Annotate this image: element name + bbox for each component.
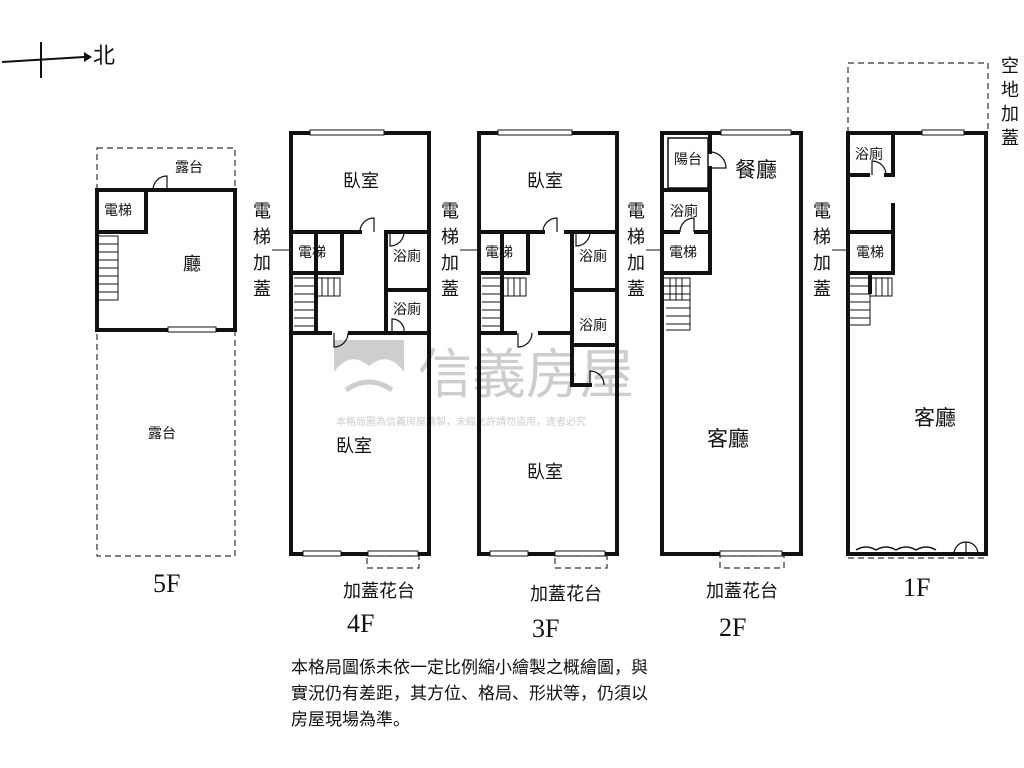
svg-text:地: 地 — [1001, 80, 1019, 101]
svg-text:蓋: 蓋 — [1001, 128, 1019, 149]
watermark-brand: 信義房屋 — [418, 343, 634, 406]
open-space-note-1f: 空 地 加 蓋 — [1001, 56, 1019, 149]
svg-text:加: 加 — [441, 253, 459, 274]
watermark-copyright: 本格局圖為信義房屋繪製，未經允許請勿盜用，違者必究 — [336, 415, 586, 428]
floor-label-2f: 2F — [719, 613, 746, 642]
side-note-4f: 電 梯 加 蓋 — [253, 201, 271, 300]
watermark-logo-icon — [334, 340, 404, 400]
disclaimer-line: 實況仍有差距，其方位、格局、形狀等，仍須以 — [291, 684, 648, 704]
bath-2-3f: 浴廁 — [579, 317, 607, 334]
floor-label-1f: 1F — [903, 573, 930, 602]
planter-4f: 加蓋花台 — [343, 581, 415, 602]
floor-label-3f: 3F — [532, 614, 559, 643]
floor-5f: 電梯 露台 廳 露台 5F — [95, 147, 237, 598]
floor-2f: 陽台 餐廳 浴廁 電梯 客廳 電 梯 加 蓋 加蓋花台 2F — [627, 129, 803, 642]
svg-text:蓋: 蓋 — [253, 279, 271, 300]
bath-1-4f: 浴廁 — [393, 248, 421, 265]
bath-2-4f: 浴廁 — [393, 301, 421, 318]
disclaimer-line: 本格局圖係未依一定比例縮小繪製之概繪圖，與 — [291, 658, 648, 678]
elevator-5f: 電梯 — [104, 203, 132, 219]
balcony-2f: 陽台 — [674, 152, 702, 168]
side-note-1f: 電 梯 加 蓋 — [813, 201, 831, 300]
north-label: 北 — [93, 44, 115, 69]
planter-2f: 加蓋花台 — [706, 581, 778, 602]
terrace-main-5f: 露台 — [148, 426, 176, 442]
svg-text:加: 加 — [253, 253, 271, 274]
elevator-4f: 電梯 — [298, 245, 326, 261]
svg-text:梯: 梯 — [253, 227, 271, 248]
bath-2f: 浴廁 — [670, 203, 698, 220]
disclaimer-line: 房屋現場為準。 — [291, 710, 410, 730]
svg-text:蓋: 蓋 — [441, 279, 459, 300]
svg-text:空: 空 — [1001, 56, 1019, 77]
bedroom-main-3f: 臥室 — [527, 462, 563, 483]
side-note-3f: 電 梯 加 蓋 — [441, 201, 459, 300]
svg-text:電: 電 — [441, 201, 459, 222]
door-5f-terrace — [152, 175, 168, 191]
bath-1f: 浴廁 — [855, 146, 883, 163]
svg-text:梯: 梯 — [441, 227, 459, 248]
disclaimer-note: 本格局圖係未依一定比例縮小繪製之概繪圖，與 實況仍有差距，其方位、格局、形狀等，… — [291, 655, 741, 733]
planter-3f: 加蓋花台 — [530, 584, 602, 605]
svg-text:梯: 梯 — [627, 227, 645, 248]
floor-4f: 臥室 電梯 浴廁 浴廁 臥室 電 梯 加 蓋 加蓋花台 4F — [253, 129, 431, 638]
floor-label-4f: 4F — [347, 609, 374, 638]
watermark: 信義房屋 本格局圖為信義房屋繪製，未經允許請勿盜用，違者必究 — [334, 340, 634, 428]
hall-5f: 廳 — [183, 254, 201, 275]
terrace-outline-5f — [96, 147, 236, 557]
elevator-3f: 電梯 — [485, 245, 513, 261]
svg-text:梯: 梯 — [813, 227, 831, 248]
svg-text:加: 加 — [1001, 104, 1019, 125]
living-2f: 客廳 — [707, 427, 749, 451]
svg-text:電: 電 — [813, 201, 831, 222]
dining-2f: 餐廳 — [735, 158, 777, 182]
floor-label-5f: 5F — [153, 569, 180, 598]
floor-1f: 浴廁 電梯 客廳 電 梯 加 蓋 空 地 加 蓋 1F — [813, 56, 1019, 602]
terrace-top-5f: 露台 — [175, 160, 203, 176]
elevator-2f: 電梯 — [669, 245, 697, 261]
floor-3f: 臥室 電梯 浴廁 浴廁 臥室 電 梯 加 蓋 加蓋花台 3F — [441, 129, 619, 643]
north-compass: 北 — [1, 42, 115, 78]
living-1f: 客廳 — [914, 406, 956, 430]
svg-text:加: 加 — [627, 253, 645, 274]
svg-text:電: 電 — [253, 201, 271, 222]
bedroom-top-4f: 臥室 — [343, 171, 379, 192]
bedroom-top-3f: 臥室 — [527, 171, 563, 192]
svg-text:電: 電 — [627, 201, 645, 222]
side-note-2f: 電 梯 加 蓋 — [627, 201, 645, 300]
open-space-outline-1f — [847, 62, 989, 134]
svg-text:蓋: 蓋 — [627, 279, 645, 300]
bedroom-main-4f: 臥室 — [336, 436, 372, 457]
elevator-1f: 電梯 — [856, 245, 884, 261]
svg-text:加: 加 — [813, 253, 831, 274]
svg-text:蓋: 蓋 — [813, 279, 831, 300]
bath-1-3f: 浴廁 — [579, 248, 607, 265]
